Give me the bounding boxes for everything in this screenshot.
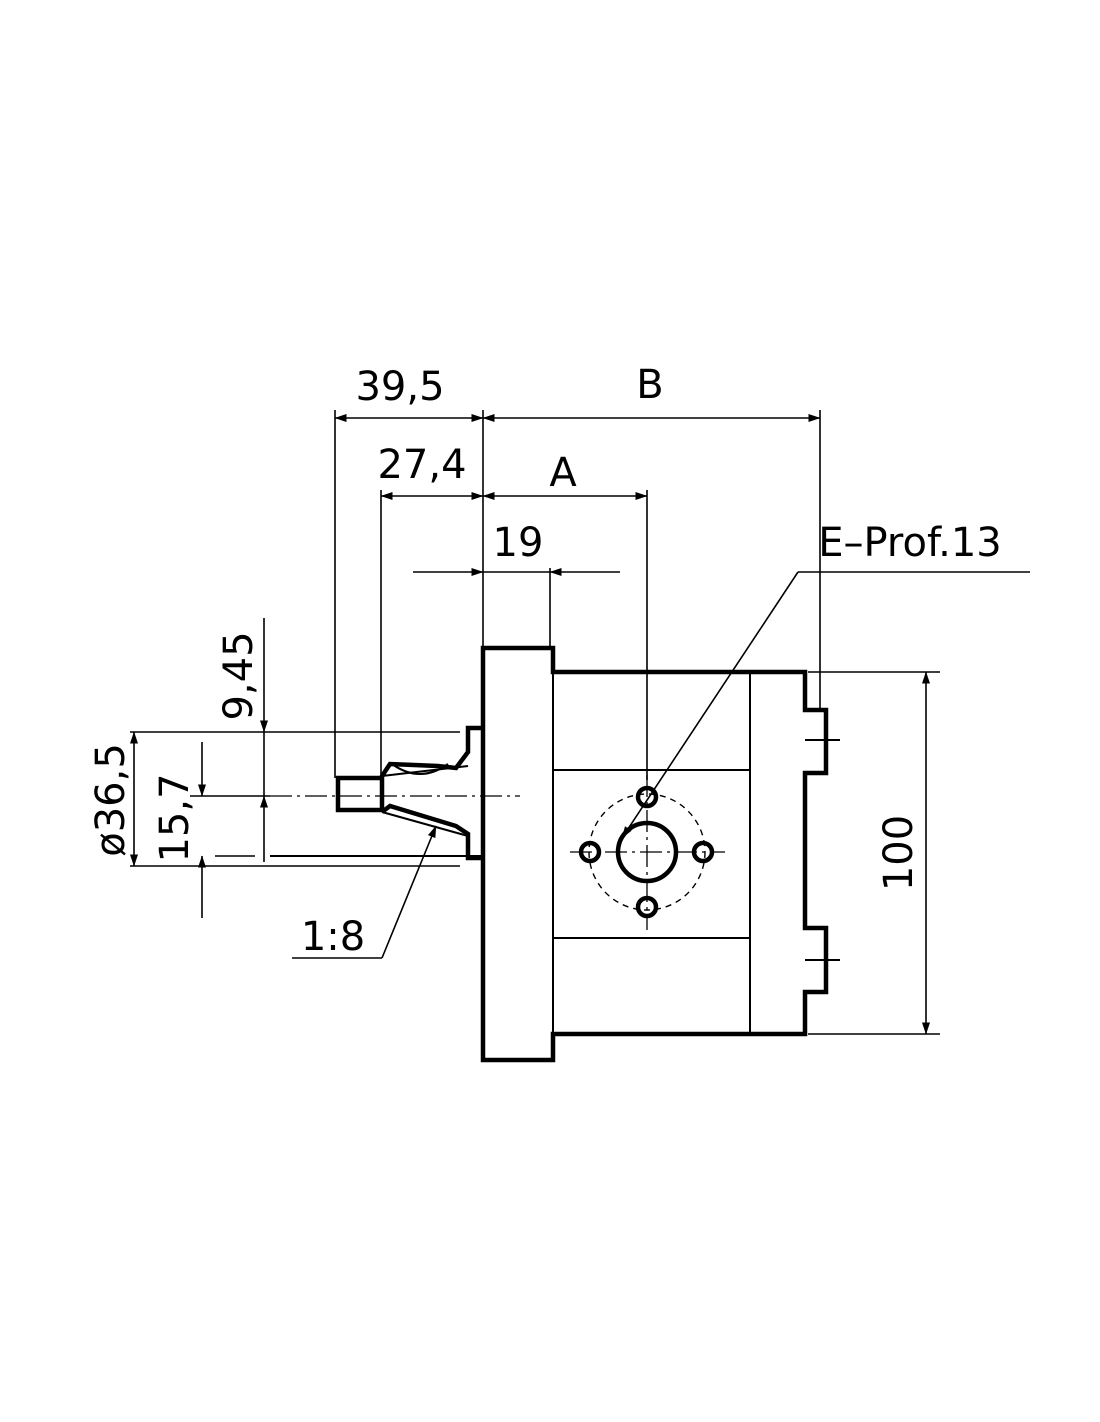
callout-port-spec: E–Prof.13 [818,520,1002,566]
shaft-outline [215,725,520,861]
dim-overall-right: B [636,362,663,408]
callout-taper-ratio: 1:8 [301,914,365,960]
extension-lines [130,410,940,1035]
dim-body-height: 100 [876,815,922,891]
dim-overall-left: 39,5 [355,364,444,410]
leader-lines [292,571,1030,959]
pump-body-outline [480,645,840,1063]
dim-shaft-taper-length: 27,4 [377,442,466,488]
dim-flange-width: 19 [493,520,544,566]
dim-thread-offset: 15,7 [152,773,198,862]
dimension-lines [130,414,930,1035]
port-pattern [570,775,725,930]
dim-shaft-diameter: ø36,5 [88,743,134,857]
dim-port-position: A [549,450,577,496]
dim-key-offset: 9,45 [216,631,262,720]
